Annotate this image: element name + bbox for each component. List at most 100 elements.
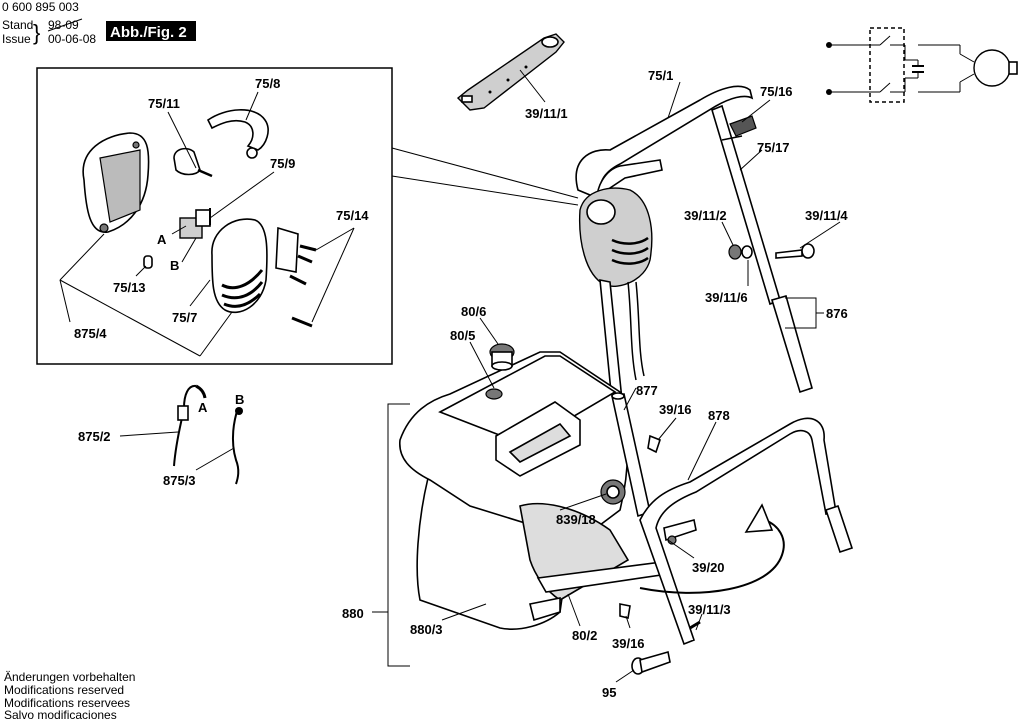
label-95: 95 (602, 685, 616, 700)
label-80-2: 80/2 (572, 628, 597, 643)
label-39-16-upper: 39/16 (659, 402, 692, 417)
rotation-arrow-line (639, 519, 785, 594)
label-39-11-2: 39/11/2 (684, 208, 727, 223)
label-75-11: 75/11 (148, 96, 180, 111)
label-75-17: 75/17 (757, 140, 790, 155)
label-875-4: 875/4 (74, 326, 107, 341)
label-inset-a: A (157, 232, 167, 247)
label-39-20: 39/20 (692, 560, 725, 575)
footer-line-en: Modifications reserved (4, 683, 124, 697)
leader-875-3 (195, 447, 235, 471)
leader-80-6 (479, 317, 499, 345)
leader-75-16 (741, 99, 771, 123)
leader-875-4-b (59, 233, 105, 281)
leader-878 (687, 421, 717, 481)
leader-880-3 (441, 603, 487, 621)
clip-39-16-upper (647, 434, 661, 454)
stand-label: Stand (2, 18, 33, 32)
cable-assembly (173, 384, 243, 485)
label-inset-b: B (170, 258, 179, 273)
label-75-8: 75/8 (255, 76, 280, 91)
screw-nut-set (728, 243, 815, 260)
label-cable-a: A (198, 400, 208, 415)
leader-875-4-d (199, 311, 233, 357)
knob-80-6 (489, 343, 515, 371)
figure-badge-bg (106, 21, 196, 41)
leader-75-8 (245, 91, 259, 121)
screw-95 (631, 650, 671, 675)
part-number: 0 600 895 003 (2, 0, 79, 14)
label-80-5: 80/5 (450, 328, 475, 343)
knob-part-75-11 (173, 147, 213, 178)
brace-icon: } (33, 20, 40, 45)
switch-housing-right-half (211, 218, 268, 314)
label-875-3: 875/3 (163, 473, 196, 488)
figure-badge: Abb./Fig. 2 (110, 24, 187, 41)
label-75-13: 75/13 (113, 280, 146, 295)
leader-39-20 (667, 539, 695, 559)
leader-875-4-c (59, 279, 201, 357)
issue-label: Issue (2, 32, 31, 46)
leader-875-2 (119, 431, 179, 437)
leader-80-2 (567, 593, 581, 627)
label-39-11-1: 39/11/1 (525, 106, 568, 121)
inset-callout-line-bottom (391, 175, 579, 206)
leader-75-11 (167, 111, 197, 169)
label-875-2: 875/2 (78, 429, 111, 444)
leader-75-17 (739, 149, 763, 171)
leader-39-11-4 (799, 221, 841, 249)
label-80-6: 80/6 (461, 304, 486, 319)
leader-877 (623, 387, 637, 411)
handle-bracket-39-11-1 (456, 33, 565, 111)
grass-collection-box (399, 351, 670, 630)
circuit-diagram (826, 27, 1018, 103)
upper-handle-75-1 (575, 85, 813, 403)
leader-39-16-lower (625, 615, 631, 629)
label-39-16-lower: 39/16 (612, 636, 645, 651)
leader-39-11-3 (695, 613, 703, 631)
lower-handle-878 (639, 417, 854, 646)
leader-75-9 (209, 171, 275, 219)
leader-inset-a (171, 225, 187, 235)
inset-callout-line-top (391, 147, 579, 199)
leader-75-1 (667, 81, 681, 119)
label-878: 878 (708, 408, 730, 423)
label-880: 880 (342, 606, 364, 621)
footer-line-fr: Modifications reservees (4, 696, 130, 710)
clip-part-75-8 (206, 109, 269, 159)
leader-39-16-upper (657, 417, 677, 441)
label-75-14: 75/14 (336, 208, 369, 223)
footer-line-de: Änderungen vorbehalten (4, 670, 135, 684)
small-part-75-13 (143, 255, 153, 269)
label-876: 876 (826, 306, 848, 321)
star-knob-839-18 (600, 479, 626, 505)
leader-95 (615, 669, 635, 683)
inset-detail-box (36, 67, 393, 365)
label-75-1: 75/1 (648, 68, 673, 83)
bracket-880 (387, 403, 410, 667)
label-39-11-4: 39/11/4 (805, 208, 848, 223)
bracket-screws-75-14 (275, 226, 317, 328)
clip-39-16-lower (619, 603, 631, 619)
leader-839-18 (559, 493, 607, 511)
switch-module (179, 208, 211, 239)
label-39-11-3: 39/11/3 (688, 602, 731, 617)
leader-75-14-a (315, 227, 355, 251)
issue-date: 00-06-08 (48, 32, 96, 46)
label-75-16: 75/16 (760, 84, 793, 99)
label-cable-b: B (235, 392, 244, 407)
leader-75-14-b (311, 227, 355, 323)
leader-39-11-2 (721, 221, 734, 246)
label-880-3: 880/3 (410, 622, 443, 637)
leader-75-13 (135, 265, 147, 277)
label-839-18: 839/18 (556, 512, 596, 527)
switch-housing-left-half (82, 132, 150, 233)
leader-75-7 (189, 279, 211, 307)
label-75-9: 75/9 (270, 156, 295, 171)
label-877: 877 (636, 383, 658, 398)
leader-875-4-a (59, 279, 71, 323)
footer-line-es: Salvo modificaciones (4, 708, 117, 720)
label-39-11-6: 39/11/6 (705, 290, 748, 305)
label-75-7: 75/7 (172, 310, 197, 325)
